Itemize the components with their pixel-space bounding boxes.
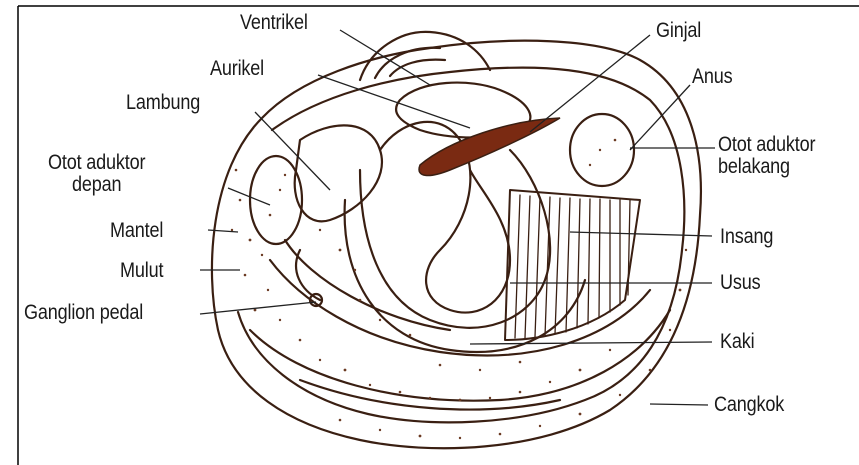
umbo — [360, 32, 490, 80]
outer-shell — [212, 41, 701, 449]
foot — [270, 260, 650, 355]
leader-anus — [630, 85, 690, 150]
label-mulut: Mulut — [120, 260, 163, 281]
leader-mantel — [208, 230, 238, 232]
leader-cangkok — [650, 404, 708, 405]
label-aurikel: Aurikel — [210, 58, 264, 79]
stomach — [295, 125, 382, 221]
label-cangkok: Cangkok — [714, 394, 784, 415]
label-ventrikel: Ventrikel — [240, 12, 308, 33]
shell-body — [212, 32, 701, 448]
label-lambung: Lambung — [126, 92, 200, 113]
label-ginjal: Ginjal — [656, 20, 701, 41]
label-anus: Anus — [692, 66, 732, 87]
label-ganglion-pedal: Ganglion pedal — [24, 302, 143, 323]
mantle-line — [238, 68, 684, 423]
label-kaki: Kaki — [720, 331, 754, 352]
kidney — [419, 118, 560, 175]
label-mantel: Mantel — [110, 220, 163, 241]
leader-ventrikel — [340, 30, 430, 85]
posterior-adductor — [570, 114, 634, 186]
label-otot-aduktor-belakang: Otot aduktor belakang — [718, 134, 815, 178]
leader-lambung — [255, 112, 330, 190]
leader-insang — [570, 232, 712, 236]
label-otot-aduktor-depan: Otot aduktor depan — [48, 152, 145, 196]
label-usus: Usus — [720, 272, 760, 293]
leader-kaki — [470, 342, 712, 344]
label-insang: Insang — [720, 226, 773, 247]
leader-ganglion-pedal — [200, 302, 316, 314]
